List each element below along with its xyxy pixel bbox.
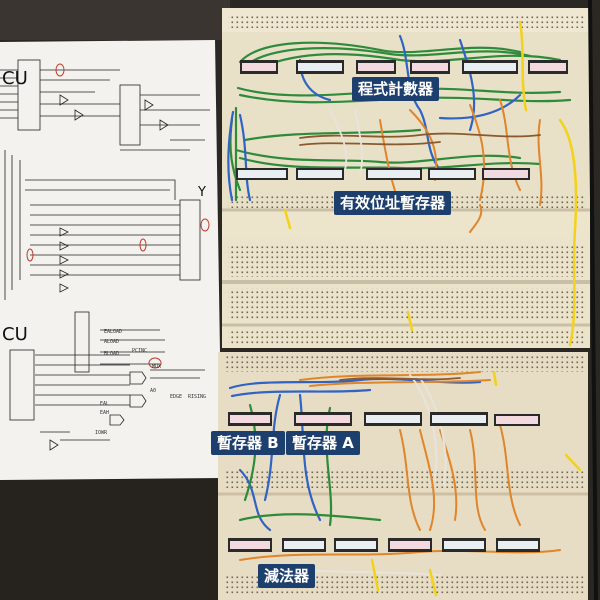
lower-breadboard [218, 352, 588, 600]
svg-text:CU: CU [2, 68, 28, 89]
svg-text:RISING: RISING [188, 394, 206, 400]
svg-text:PCINC: PCINC [132, 348, 147, 354]
schematic-label-cu: CU [2, 324, 28, 345]
svg-text:EALOAD: EALOAD [104, 329, 122, 335]
label-subtractor: 減法器 [258, 564, 316, 588]
label-program-counter: 程式計數器 [352, 77, 440, 101]
svg-text:EAH: EAH [100, 410, 109, 416]
svg-text:BLOAD: BLOAD [104, 351, 119, 357]
svg-text:IOWR: IOWR [95, 430, 108, 436]
schematic-signal-labels: EALOAD ALOAD BLOAD PCINC MUX EAL EAH A0 … [95, 329, 206, 436]
lower-wires [228, 370, 582, 597]
label-register-a: 暫存器 A [286, 431, 360, 455]
svg-text:ALOAD: ALOAD [104, 339, 119, 345]
upper-chips [236, 60, 568, 180]
schematic-label-y: Y [197, 185, 206, 200]
schematic-paper: Y CU CU EALOAD ALOAD BLOAD PCINC MUX EAL… [0, 40, 222, 480]
label-register-b: 暫存器 B [211, 431, 285, 455]
lower-chips [228, 412, 540, 552]
svg-text:EAL: EAL [100, 401, 109, 407]
svg-text:A0: A0 [150, 388, 156, 394]
svg-text:MUX: MUX [152, 364, 161, 370]
svg-text:EDGE: EDGE [170, 394, 182, 400]
label-effective-address-register: 有效位址暫存器 [334, 191, 452, 215]
